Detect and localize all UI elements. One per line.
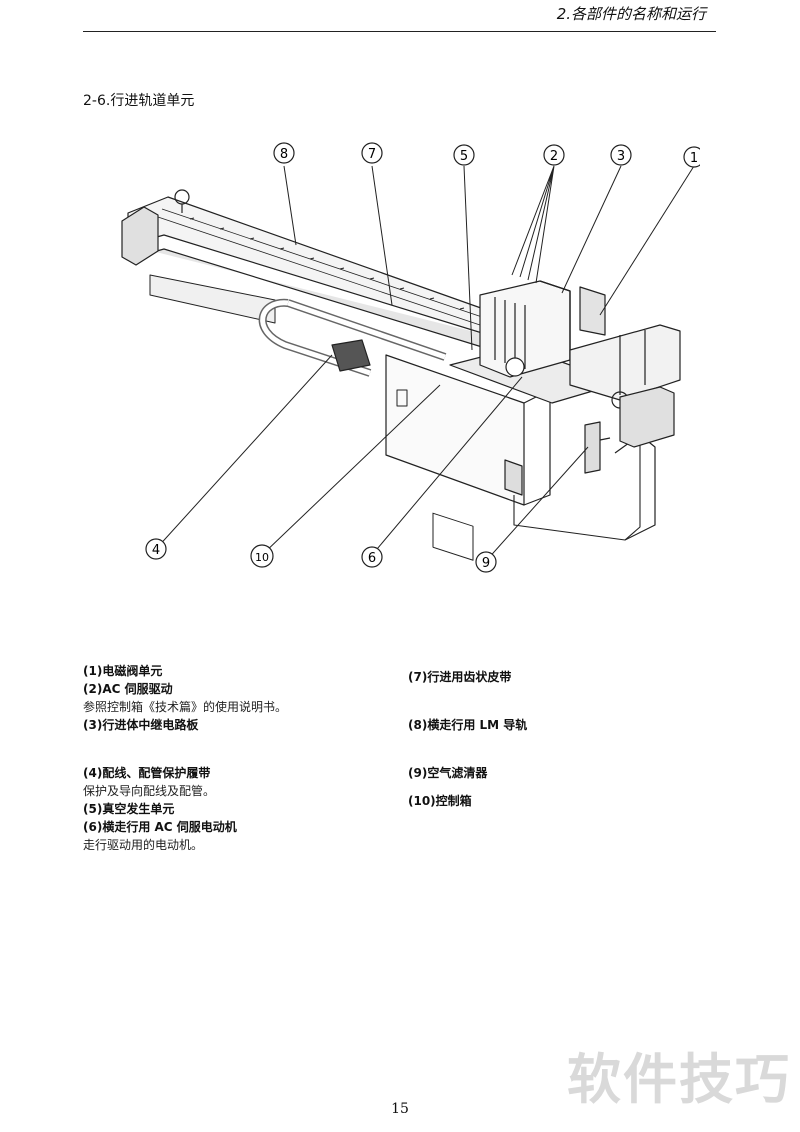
part-2-label: (2)AC 伺服驱动 (83, 682, 173, 696)
part-6-note: 走行驱动用的电动机。 (83, 838, 204, 852)
section-title: 2-6.行进轨道单元 (83, 93, 195, 109)
rail-unit-diagram: 8 7 5 2 3 1 4 10 6 9 (121, 142, 700, 573)
page-number: 15 (391, 1101, 409, 1117)
callout-6: 6 (361, 546, 383, 568)
svg-text:8: 8 (280, 147, 288, 162)
part-9-label: (9)空气滤清器 (408, 766, 488, 780)
part-2-note: 参照控制箱《技术篇》的使用说明书。 (83, 700, 288, 714)
svg-text:5: 5 (460, 149, 468, 164)
callout-4: 4 (145, 538, 167, 560)
parts-list-right: (7)行进用齿状皮带 (8)横走行用 LM 导轨 (9)空气滤清器 (10)控制… (408, 668, 708, 810)
part-4-label: (4)配线、配管保护履带 (83, 766, 211, 780)
svg-text:7: 7 (368, 147, 376, 162)
part-1-label: (1)电磁阀单元 (83, 664, 163, 678)
watermark: 软件技巧 (567, 1048, 791, 1111)
svg-text:6: 6 (368, 551, 376, 566)
header-rule (83, 31, 716, 32)
callout-1: 1 (683, 146, 700, 168)
svg-text:10: 10 (255, 551, 269, 564)
part-4-note: 保护及导向配线及配管。 (83, 784, 216, 798)
callout-10: 10 (250, 544, 274, 568)
parts-list-left: (1)电磁阀单元 (2)AC 伺服驱动 参照控制箱《技术篇》的使用说明书。 (3… (83, 662, 383, 854)
svg-text:9: 9 (482, 556, 490, 571)
page-header-title: 2.各部件的名称和运行 (556, 5, 706, 23)
part-10-label: (10)控制箱 (408, 794, 472, 808)
callout-7: 7 (361, 142, 383, 164)
callout-9: 9 (475, 551, 497, 573)
part-8-label: (8)横走行用 LM 导轨 (408, 718, 528, 732)
callout-5: 5 (453, 144, 475, 166)
part-3-label: (3)行进体中继电路板 (83, 718, 199, 732)
part-5-label: (5)真空发生单元 (83, 802, 175, 816)
svg-text:2: 2 (550, 149, 558, 164)
svg-text:4: 4 (152, 543, 160, 558)
svg-text:3: 3 (617, 149, 625, 164)
part-6-label: (6)横走行用 AC 伺服电动机 (83, 820, 237, 834)
main-beam (127, 196, 496, 338)
part-7-label: (7)行进用齿状皮带 (408, 670, 512, 684)
svg-text:1: 1 (690, 151, 698, 166)
callout-8: 8 (273, 142, 295, 164)
callout-3: 3 (610, 144, 632, 166)
callout-2: 2 (543, 144, 565, 166)
